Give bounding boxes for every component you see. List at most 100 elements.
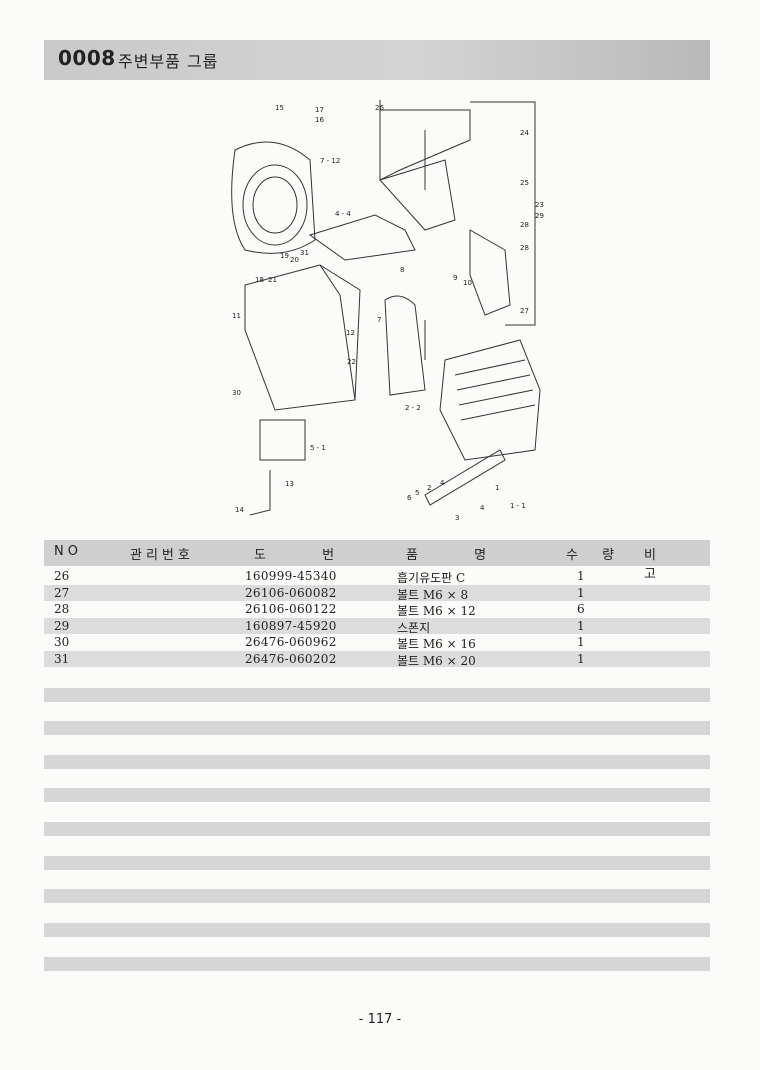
bracket (308, 214, 416, 261)
row-drawing-no: 26476-060962 (245, 635, 337, 649)
air-guide-cover (244, 264, 356, 411)
control-rod (424, 449, 506, 506)
col-management-no: 관리번호 (130, 548, 194, 563)
svg-text:29: 29 (535, 212, 544, 220)
cylinder-block (439, 339, 541, 461)
svg-text:9: 9 (453, 274, 457, 282)
row-no: 29 (54, 618, 70, 633)
table-row: 26 160999-45340 흡기유도판 C 1 (44, 568, 710, 585)
svg-text:19: 19 (280, 252, 289, 260)
svg-text:7 - 12: 7 - 12 (320, 157, 340, 165)
svg-text:27: 27 (520, 307, 529, 315)
row-quantity: 1 (577, 635, 585, 649)
row-part-name: 볼트 M6 × 12 (397, 604, 476, 618)
empty-row-stripe (44, 856, 710, 870)
row-no: 30 (54, 635, 70, 649)
col-drawing-no: 도 번 (254, 548, 361, 563)
row-drawing-no: 26106-060082 (245, 585, 337, 600)
svg-text:23: 23 (535, 201, 544, 209)
svg-text:1: 1 (495, 484, 499, 492)
row-quantity: 1 (577, 569, 585, 583)
side-plate (469, 229, 511, 316)
svg-text:13: 13 (285, 480, 294, 488)
svg-text:16: 16 (315, 116, 324, 124)
svg-text:2: 2 (427, 484, 431, 492)
row-quantity: 1 (577, 651, 585, 666)
svg-text:11: 11 (232, 312, 241, 320)
col-quantity: 수 량 (566, 548, 625, 563)
svg-text:24: 24 (520, 129, 529, 137)
svg-text:12: 12 (346, 329, 355, 337)
svg-text:4 - 4: 4 - 4 (335, 210, 351, 218)
col-no: NO (54, 544, 82, 559)
row-part-name: 볼트 M6 × 20 (397, 653, 476, 668)
row-no: 26 (54, 569, 70, 583)
row-drawing-no: 26476-060202 (245, 651, 337, 666)
row-quantity: 6 (577, 602, 585, 616)
svg-text:17: 17 (315, 106, 324, 114)
parts-diagram: 15 17 16 7 - 12 26 24 25 23 29 28 28 4 -… (231, 100, 544, 522)
col-part-name: 품 명 (406, 548, 513, 563)
svg-text:21: 21 (268, 276, 277, 284)
svg-text:28: 28 (520, 244, 529, 252)
page-number: - 117 - (358, 1012, 402, 1027)
group-title: 주변부품 그룹 (118, 52, 219, 71)
fuel-hose (249, 470, 271, 516)
group-code: 0008 (58, 46, 116, 70)
empty-row-stripe (44, 788, 710, 802)
empty-row-stripe (44, 755, 710, 769)
row-drawing-no: 160999-45340 (245, 569, 337, 583)
table-row: 31 26476-060202 볼트 M6 × 20 1 (44, 650, 710, 668)
empty-row-stripe (44, 889, 710, 903)
empty-row-stripe (44, 923, 710, 937)
svg-text:30: 30 (232, 389, 241, 397)
svg-text:8: 8 (400, 266, 404, 274)
table-row: 30 26476-060962 볼트 M6 × 16 1 (44, 634, 710, 651)
intake-pipe (384, 295, 426, 396)
svg-text:7: 7 (377, 316, 381, 324)
svg-text:25: 25 (520, 179, 529, 187)
svg-text:1 - 1: 1 - 1 (510, 502, 526, 510)
svg-text:28: 28 (520, 221, 529, 229)
table-row: 28 26106-060122 볼트 M6 × 12 6 (44, 601, 710, 618)
svg-text:5: 5 (415, 489, 419, 497)
row-part-name: 스폰지 (397, 620, 431, 635)
svg-text:6: 6 (407, 494, 412, 502)
row-quantity: 1 (577, 585, 585, 600)
table-header: NO 관리번호 도 번 품 명 수 량 비 고 (44, 540, 710, 582)
svg-text:3: 3 (455, 514, 459, 522)
table-row: 29 160897-45920 스폰지 1 (44, 617, 710, 635)
row-drawing-no: 26106-060122 (245, 602, 337, 616)
page-header: 0008 주변부품 그룹 (44, 40, 710, 80)
empty-row-stripe (44, 721, 710, 735)
empty-row-stripe (44, 688, 710, 702)
row-no: 31 (54, 651, 70, 666)
table-row: 27 26106-060082 볼트 M6 × 8 1 (44, 584, 710, 602)
svg-text:5 - 1: 5 - 1 (310, 444, 326, 452)
svg-text:4: 4 (480, 504, 485, 512)
svg-text:4: 4 (440, 479, 445, 487)
parts-table: 26 160999-45340 흡기유도판 C 1 27 26106-06008… (44, 568, 710, 668)
empty-row-stripe (44, 957, 710, 971)
svg-text:22: 22 (347, 358, 356, 366)
svg-text:18: 18 (255, 276, 264, 284)
svg-text:2 - 2: 2 - 2 (405, 404, 421, 412)
fan-housing (231, 141, 316, 254)
row-no: 28 (54, 602, 70, 616)
empty-row-stripe (44, 822, 710, 836)
carburetor (259, 419, 306, 461)
intake-guide-plate (379, 109, 471, 181)
col-remarks: 비 고 (644, 548, 678, 582)
row-quantity: 1 (577, 618, 585, 633)
row-part-name: 볼트 M6 × 8 (397, 587, 469, 602)
row-drawing-no: 160897-45920 (245, 618, 337, 633)
svg-text:26: 26 (375, 104, 384, 112)
row-part-name: 볼트 M6 × 16 (397, 637, 476, 651)
svg-text:14: 14 (235, 506, 244, 514)
row-no: 27 (54, 585, 70, 600)
svg-text:20: 20 (290, 256, 299, 264)
row-part-name: 흡기유도판 C (397, 571, 466, 585)
svg-text:31: 31 (300, 249, 309, 257)
svg-text:10: 10 (463, 279, 472, 287)
flywheel-ring (242, 164, 308, 246)
